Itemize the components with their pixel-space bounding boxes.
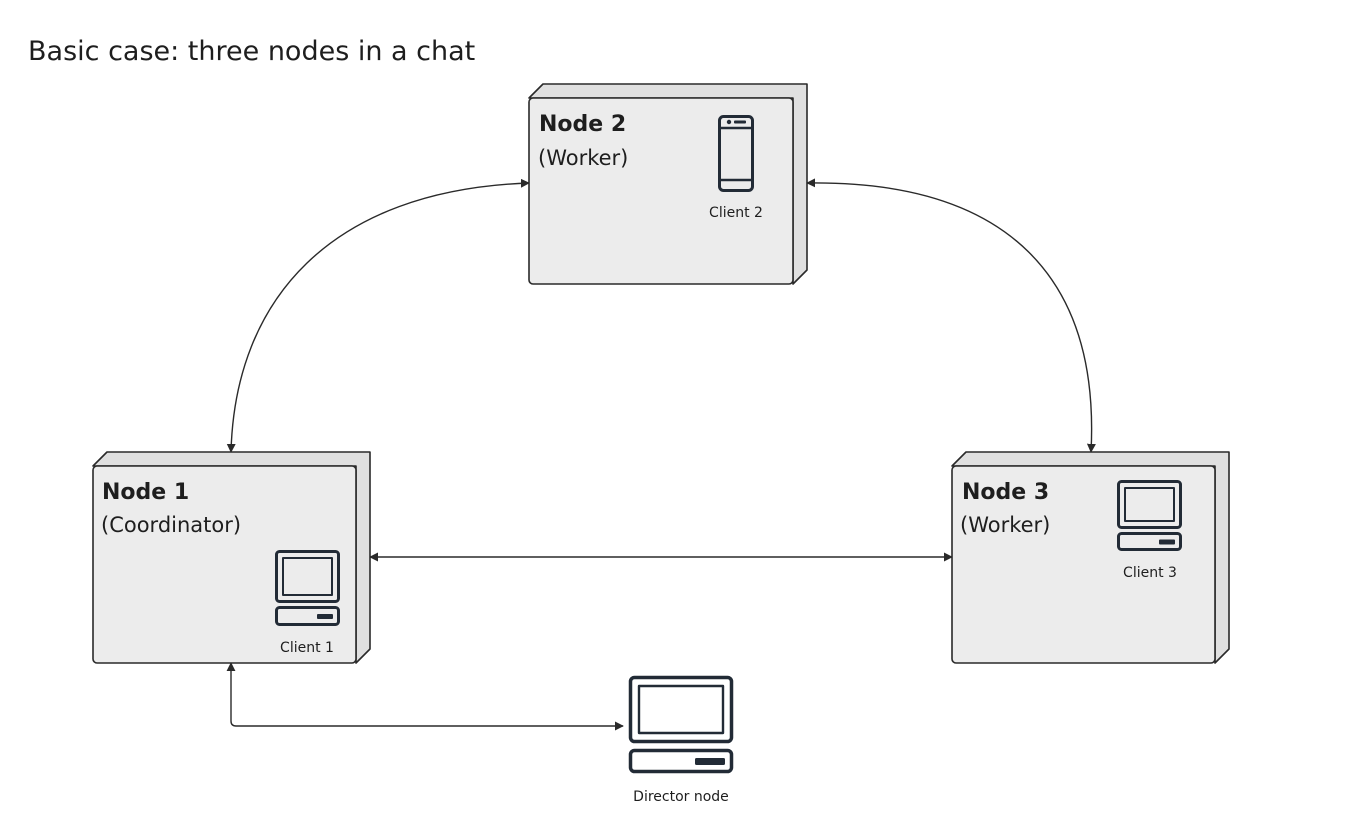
page-title: Basic case: three nodes in a chat: [28, 36, 475, 67]
smartphone-icon: [718, 115, 754, 192]
desktop-computer-icon: [1117, 480, 1182, 551]
node-3-box: [951, 465, 1216, 664]
node-1: Node 1 (Coordinator) Client 1: [92, 451, 371, 664]
director-node-label: Director node: [633, 789, 729, 805]
node-1-box: [92, 465, 357, 664]
node-3-depth: [951, 451, 1230, 664]
node-2: Node 2 (Worker) Client 2: [528, 83, 808, 285]
node-2-role: (Worker): [538, 146, 628, 170]
node-1-depth: [92, 451, 371, 664]
director-node: Director node: [628, 675, 734, 805]
node-2-depth: [528, 83, 808, 285]
desktop-computer-icon: [628, 675, 734, 774]
node-2-name: Node 2: [539, 112, 626, 137]
node-1-role: (Coordinator): [101, 513, 241, 537]
node-3-name: Node 3: [962, 480, 1049, 505]
connector-node1-director: [226, 662, 624, 731]
node-3-role: (Worker): [960, 513, 1050, 537]
desktop-computer-icon: [275, 550, 340, 626]
node-3: Node 3 (Worker) Client 3: [951, 451, 1230, 664]
client-3-label: Client 3: [1123, 565, 1177, 581]
node-1-name: Node 1: [102, 480, 189, 505]
node-2-box: [528, 97, 794, 285]
connector-node2-node3: [806, 178, 1096, 453]
client-1-label: Client 1: [280, 640, 334, 656]
connector-node1-node2: [226, 178, 530, 453]
client-2-label: Client 2: [709, 205, 763, 221]
